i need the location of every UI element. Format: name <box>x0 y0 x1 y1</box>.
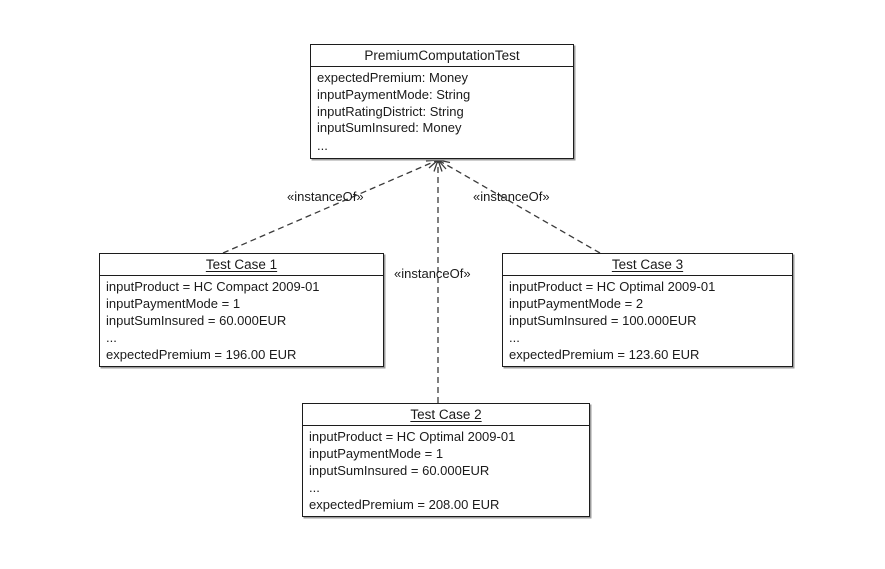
object-slots: inputProduct = HC Optimal 2009-01 inputP… <box>503 276 792 366</box>
arrowhead-right <box>437 159 451 170</box>
ellipsis-row: ... <box>106 330 117 346</box>
class-attributes: expectedPremium: Money inputPaymentMode:… <box>311 67 573 157</box>
instanceof-connector-left <box>222 159 439 254</box>
object-box-test-case-3: Test Case 3 inputProduct = HC Optimal 20… <box>502 253 793 368</box>
attribute-row: expectedPremium: Money <box>317 70 469 85</box>
object-slots: inputProduct = HC Compact 2009-01 inputP… <box>100 276 383 366</box>
slot-row: inputPaymentMode = 1 <box>309 445 444 461</box>
arrowhead-left <box>425 159 439 169</box>
attribute-row: inputPaymentMode: String <box>317 86 471 102</box>
slot-row: inputPaymentMode = 2 <box>509 295 644 311</box>
instanceof-connector-right <box>437 159 601 254</box>
arrowhead-middle <box>433 159 443 172</box>
stereotype-label-instanceof-middle: «instanceOf» <box>394 266 471 281</box>
slot-row: inputProduct = HC Compact 2009-01 <box>106 279 320 294</box>
slot-row: inputSumInsured = 100.000EUR <box>509 312 697 328</box>
object-box-test-case-1: Test Case 1 inputProduct = HC Compact 20… <box>99 253 384 368</box>
object-name: Test Case 1 <box>100 254 383 276</box>
ellipsis-row: ... <box>317 138 328 154</box>
class-box-premium-computation-test: PremiumComputationTest expectedPremium: … <box>310 44 574 159</box>
stereotype-label-instanceof-left: «instanceOf» <box>287 189 364 204</box>
object-name: Test Case 2 <box>303 404 589 426</box>
slot-row: expectedPremium = 208.00 EUR <box>309 497 500 513</box>
slot-row: inputProduct = HC Optimal 2009-01 <box>509 279 716 294</box>
slot-row: inputPaymentMode = 1 <box>106 295 241 311</box>
ellipsis-row: ... <box>509 330 520 346</box>
class-name: PremiumComputationTest <box>311 45 573 67</box>
stereotype-label-instanceof-right: «instanceOf» <box>473 189 550 204</box>
object-name: Test Case 3 <box>503 254 792 276</box>
slot-row: expectedPremium = 196.00 EUR <box>106 347 297 363</box>
attribute-row: inputSumInsured: Money <box>317 120 462 136</box>
slot-row: inputProduct = HC Optimal 2009-01 <box>309 429 516 444</box>
ellipsis-row: ... <box>309 480 320 496</box>
attribute-row: inputRatingDistrict: String <box>317 103 464 119</box>
slot-row: expectedPremium = 123.60 EUR <box>509 347 700 363</box>
object-box-test-case-2: Test Case 2 inputProduct = HC Optimal 20… <box>302 403 590 518</box>
slot-row: inputSumInsured = 60.000EUR <box>309 462 490 478</box>
object-slots: inputProduct = HC Optimal 2009-01 inputP… <box>303 426 589 516</box>
slot-row: inputSumInsured = 60.000EUR <box>106 312 287 328</box>
